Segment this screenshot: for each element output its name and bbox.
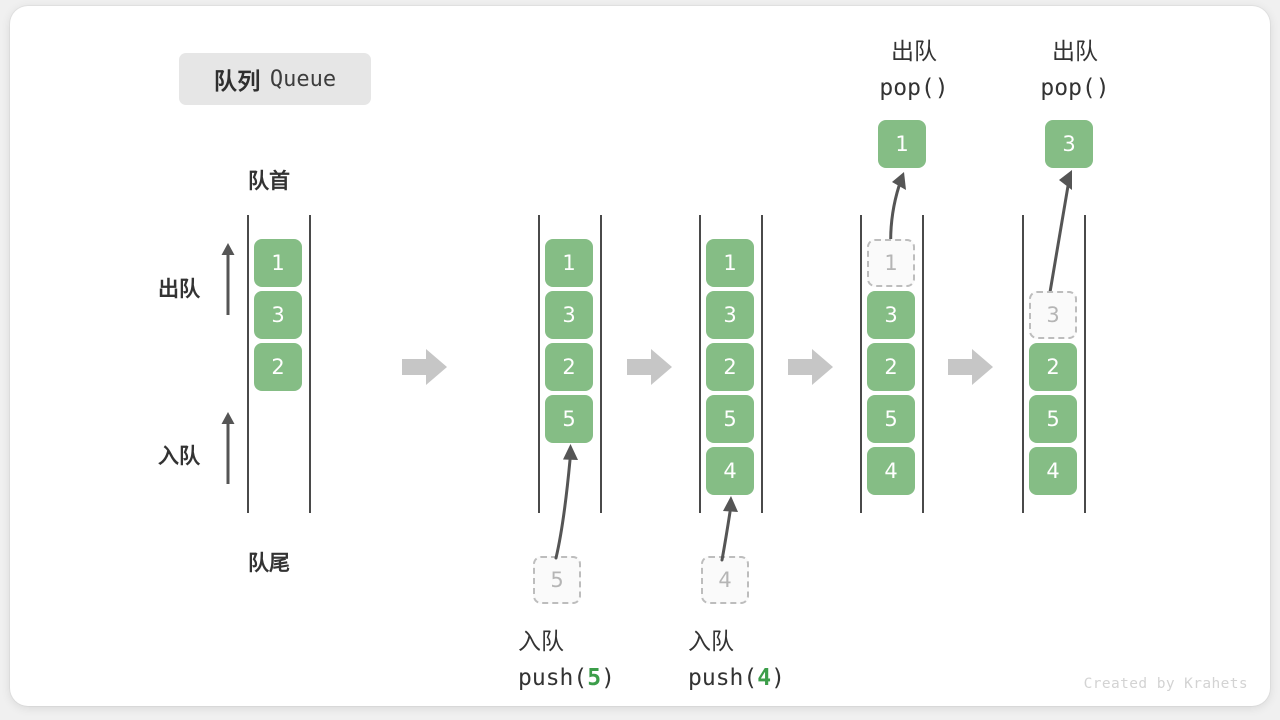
incoming-element-ghost: 5 — [533, 556, 581, 604]
pop-1-caption: 出队 pop() — [874, 34, 954, 106]
diagram-title-chip: 队列 Queue — [179, 53, 371, 105]
queue-cell: 2 — [545, 343, 593, 391]
incoming-element-ghost: 4 — [701, 556, 749, 604]
queue-rail-right — [761, 215, 763, 513]
pop-caption-cn: 出队 — [891, 39, 937, 65]
queue-rail-right — [600, 215, 602, 513]
diagram-canvas: 队列 Queue 队首 队尾 出队 入队 1 3 2 1 3 2 5 5 — [10, 6, 1270, 706]
popped-element: 3 — [1045, 120, 1093, 168]
popped-element: 1 — [878, 120, 926, 168]
queue-cell: 2 — [867, 343, 915, 391]
queue-rail-right — [1084, 215, 1086, 513]
dequeue-direction-arrow-icon — [221, 243, 235, 315]
pop-motion-arrow-icon — [1046, 170, 1072, 306]
queue-cell: 4 — [867, 447, 915, 495]
queue-cell-new: 5 — [545, 395, 593, 443]
push-5-caption: 入队 push(5) — [518, 624, 615, 696]
queue-cell: 1 — [545, 239, 593, 287]
queue-cell: 4 — [1029, 447, 1077, 495]
queue-cell-removed-ghost: 3 — [1029, 291, 1077, 339]
push-caption-cn: 入队 — [518, 629, 564, 655]
step-connector-arrow-icon — [627, 349, 672, 385]
queue-cell-new: 4 — [706, 447, 754, 495]
queue-cell-removed-ghost: 1 — [867, 239, 915, 287]
queue-cell: 3 — [254, 291, 302, 339]
pop-caption-code: pop() — [1040, 75, 1110, 101]
queue-cell: 1 — [706, 239, 754, 287]
push-4-caption: 入队 push(4) — [688, 624, 785, 696]
queue-cell: 3 — [867, 291, 915, 339]
queue-cell: 2 — [706, 343, 754, 391]
queue-cell: 5 — [867, 395, 915, 443]
push-caption-code: push(5) — [518, 665, 615, 691]
pop-caption-code: pop() — [879, 75, 949, 101]
push-caption-cn: 入队 — [688, 629, 734, 655]
queue-tail-label: 队尾 — [248, 551, 290, 575]
enqueue-direction-label: 入队 — [158, 444, 200, 468]
queue-cell: 5 — [1029, 395, 1077, 443]
queue-cell: 3 — [545, 291, 593, 339]
diagram-title-cn: 队列 — [213, 69, 261, 95]
queue-head-label: 队首 — [248, 169, 290, 193]
queue-rail-left — [247, 215, 249, 513]
queue-rail-left — [860, 215, 862, 513]
queue-cell: 1 — [254, 239, 302, 287]
queue-cell: 2 — [1029, 343, 1077, 391]
queue-rail-left — [1022, 215, 1024, 513]
enqueue-direction-arrow-icon — [221, 412, 235, 484]
queue-rail-right — [309, 215, 311, 513]
push-motion-arrow-icon — [720, 496, 738, 562]
dequeue-direction-label: 出队 — [158, 277, 200, 301]
queue-rail-left — [699, 215, 701, 513]
queue-cell: 2 — [254, 343, 302, 391]
step-connector-arrow-icon — [402, 349, 447, 385]
push-motion-arrow-icon — [554, 444, 578, 560]
step-connector-arrow-icon — [948, 349, 993, 385]
step-connector-arrow-icon — [788, 349, 833, 385]
queue-rail-left — [538, 215, 540, 513]
queue-cell: 5 — [706, 395, 754, 443]
queue-cell: 3 — [706, 291, 754, 339]
queue-rail-right — [922, 215, 924, 513]
pop-3-caption: 出队 pop() — [1035, 34, 1115, 106]
credit-text: Created by Krahets — [1083, 676, 1248, 692]
diagram-title-en: Queue — [269, 66, 337, 92]
pop-caption-cn: 出队 — [1052, 39, 1098, 65]
push-caption-code: push(4) — [688, 665, 785, 691]
